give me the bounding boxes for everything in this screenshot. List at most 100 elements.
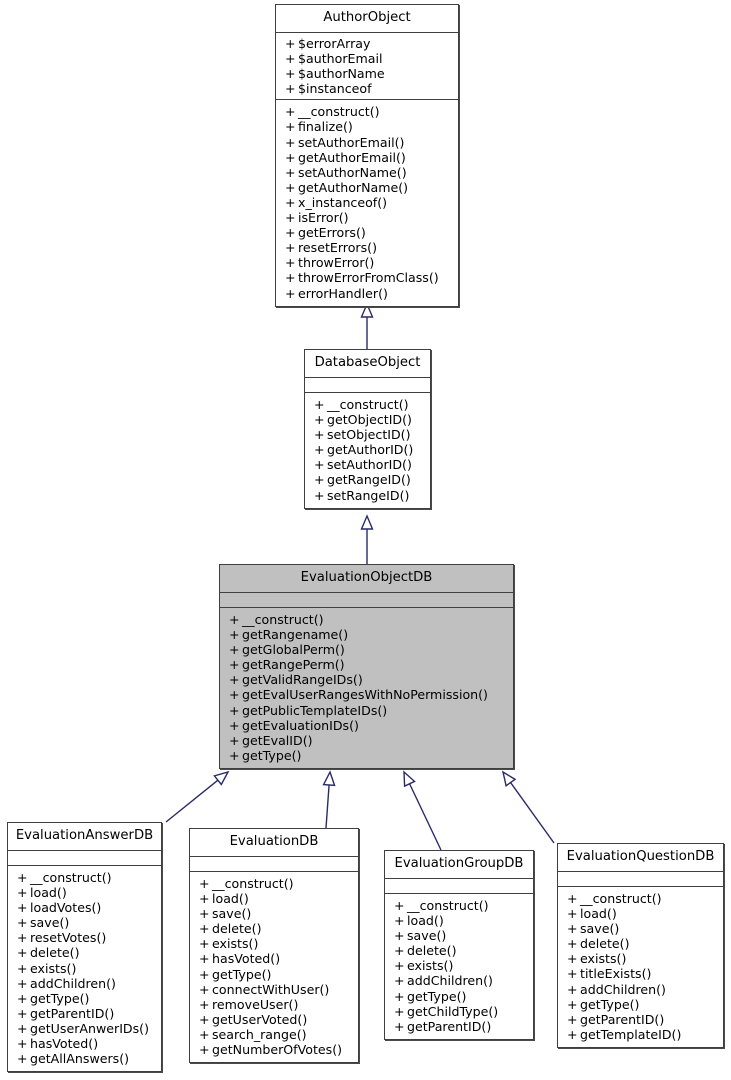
uml-operation: +getUserVoted() <box>199 1012 352 1027</box>
uml-attribute-label: $authorName <box>298 66 385 82</box>
uml-class-title: EvaluationDB <box>190 829 358 857</box>
uml-operation-label: __construct() <box>327 397 409 412</box>
uml-class-AuthorObject[interactable]: AuthorObject+$errorArray+$authorEmail+$a… <box>275 4 459 307</box>
visibility-marker: + <box>17 1051 28 1067</box>
uml-attribute-label: $authorEmail <box>298 51 383 67</box>
uml-operation-label: removeUser() <box>212 996 299 1012</box>
uml-class-EvaluationObjectDB[interactable]: EvaluationObjectDB+__construct()+getRang… <box>219 564 514 769</box>
uml-class-EvaluationAnswerDB[interactable]: EvaluationAnswerDB+__construct()+load()+… <box>7 822 162 1073</box>
uml-attribute-compartment <box>190 857 358 872</box>
visibility-marker: + <box>285 51 296 67</box>
uml-operation-label: getRangePerm() <box>242 657 345 673</box>
uml-operation-label: __construct() <box>580 891 662 906</box>
visibility-marker: + <box>394 1018 405 1034</box>
inheritance-arrowhead-icon <box>501 770 517 787</box>
uml-operation-label: save() <box>580 921 620 937</box>
uml-operation: +getEvaluationIDs() <box>229 718 507 733</box>
uml-operation-label: getValidRangeIDs() <box>242 672 363 688</box>
visibility-marker: + <box>199 936 210 952</box>
visibility-marker: + <box>314 427 325 443</box>
uml-operation-label: getAuthorName() <box>298 179 409 195</box>
uml-operation-label: getType() <box>407 988 467 1004</box>
generalization-EvaluationGroupDB-to-EvaluationObjectDB <box>403 770 442 851</box>
uml-operation: +load() <box>199 891 352 906</box>
uml-operation-label: connectWithUser() <box>212 981 330 997</box>
visibility-marker: + <box>199 1042 210 1058</box>
uml-operation: +getParentID() <box>394 1019 527 1034</box>
uml-operation-label: getEvalID() <box>242 732 313 748</box>
uml-operation: +getType() <box>229 748 507 763</box>
uml-operation: +exists() <box>17 961 155 976</box>
uml-operation-label: delete() <box>212 921 262 937</box>
uml-operation: +getGlobalPerm() <box>229 642 507 657</box>
edge-line <box>325 784 330 829</box>
uml-operation: +getType() <box>394 989 527 1004</box>
visibility-marker: + <box>314 487 325 503</box>
visibility-marker: + <box>199 891 210 907</box>
inheritance-arrowhead-icon <box>213 770 230 786</box>
uml-attribute-compartment: +$errorArray+$authorEmail+$authorName+$i… <box>276 33 458 101</box>
uml-class-EvaluationDB[interactable]: EvaluationDB+__construct()+load()+save()… <box>189 828 359 1064</box>
uml-operation: +getAllAnswers() <box>17 1051 155 1066</box>
uml-operation: +connectWithUser() <box>199 982 352 997</box>
visibility-marker: + <box>285 81 296 97</box>
uml-operation-label: addChildren() <box>407 973 493 989</box>
uml-operation-label: getTemplateID() <box>580 1026 682 1042</box>
uml-operation-compartment: +__construct()+getRangename()+getGlobalP… <box>220 608 513 768</box>
uml-attribute-label: $instanceof <box>298 81 372 97</box>
uml-operation: +addChildren() <box>394 973 527 988</box>
uml-operation-label: getChildType() <box>407 1003 499 1019</box>
visibility-marker: + <box>567 1026 578 1042</box>
visibility-marker: + <box>17 1005 28 1021</box>
uml-operation: +getPublicTemplateIDs() <box>229 703 507 718</box>
uml-operation: +__construct() <box>199 876 352 891</box>
visibility-marker: + <box>314 442 325 458</box>
visibility-marker: + <box>285 104 296 120</box>
uml-operation-label: hasVoted() <box>30 1036 99 1052</box>
uml-operation-label: setAuthorID() <box>327 457 412 473</box>
visibility-marker: + <box>394 898 405 913</box>
visibility-marker: + <box>17 960 28 976</box>
visibility-marker: + <box>199 996 210 1012</box>
uml-operation-label: isError() <box>298 210 349 226</box>
uml-class-DatabaseObject[interactable]: DatabaseObject+__construct()+getObjectID… <box>304 349 431 509</box>
uml-operation: +errorHandler() <box>285 286 452 301</box>
visibility-marker: + <box>567 891 578 906</box>
uml-operation: +getTemplateID() <box>567 1027 717 1042</box>
visibility-marker: + <box>567 966 578 982</box>
uml-operation: +getValidRangeIDs() <box>229 672 507 687</box>
uml-operation: +load() <box>17 885 155 900</box>
uml-operation: +setAuthorEmail() <box>285 135 452 150</box>
visibility-marker: + <box>567 936 578 952</box>
uml-class-title: EvaluationObjectDB <box>220 565 513 593</box>
uml-operation-label: delete() <box>580 936 630 952</box>
uml-operation: +getNumberOfVotes() <box>199 1042 352 1057</box>
uml-attribute: +$instanceof <box>285 81 452 96</box>
visibility-marker: + <box>229 612 240 627</box>
uml-operation: +addChildren() <box>17 976 155 991</box>
uml-operation: +getAuthorName() <box>285 180 452 195</box>
visibility-marker: + <box>199 966 210 982</box>
uml-attribute-compartment <box>305 378 430 393</box>
uml-operation: +__construct() <box>229 612 507 627</box>
uml-class-EvaluationGroupDB[interactable]: EvaluationGroupDB+__construct()+load()+s… <box>384 850 534 1040</box>
visibility-marker: + <box>285 270 296 286</box>
visibility-marker: + <box>567 906 578 922</box>
uml-operation-label: setAuthorEmail() <box>298 134 405 150</box>
uml-operation: +getAuthorID() <box>314 442 424 457</box>
visibility-marker: + <box>567 951 578 967</box>
uml-operation-compartment: +__construct()+finalize()+setAuthorEmail… <box>276 100 458 305</box>
visibility-marker: + <box>17 870 28 885</box>
visibility-marker: + <box>17 990 28 1006</box>
uml-class-EvaluationQuestionDB[interactable]: EvaluationQuestionDB+__construct()+load(… <box>557 843 724 1048</box>
uml-operation-label: throwErrorFromClass() <box>298 270 439 286</box>
uml-operation-label: setObjectID() <box>327 427 411 443</box>
uml-operation-label: getType() <box>580 996 640 1012</box>
visibility-marker: + <box>285 36 296 51</box>
generalization-DatabaseObject-to-AuthorObject <box>360 302 374 349</box>
uml-operation: +getRangeID() <box>314 472 424 487</box>
uml-operation: +titleExists() <box>567 966 717 981</box>
uml-operation-label: getParentID() <box>407 1018 492 1034</box>
uml-operation-label: getRangename() <box>242 627 349 643</box>
uml-operation: +getEvalID() <box>229 733 507 748</box>
